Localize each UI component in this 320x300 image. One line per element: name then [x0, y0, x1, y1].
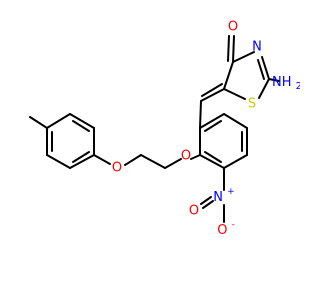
bond-lines: [29, 35, 280, 223]
bond-aromatic: [69, 154, 95, 169]
bond-vinyl: [199, 100, 202, 129]
atom-labels: O N S NH 2 O O N + O O -: [112, 20, 300, 238]
bond-C-O: [232, 35, 235, 63]
bond-CH2-O: [164, 158, 182, 169]
molecule-diagram: O N S NH 2 O O N + O O -: [29, 20, 300, 238]
atom-amine: NH 2: [272, 75, 300, 93]
atom-nitro-nitrogen: N +: [213, 187, 234, 205]
bond-N-C-double: [257, 59, 265, 80]
bond-aromatic: [199, 154, 225, 169]
bond-CH2-CH2: [140, 154, 166, 169]
atom-ether-oxygen-1: O: [112, 161, 122, 176]
atom-sulfur: S: [248, 97, 256, 112]
nitro-N-charge: +: [227, 187, 235, 197]
bond-aromatic: [46, 154, 71, 169]
bond-exocyclic-double-2: [201, 83, 223, 97]
bond-C-S: [258, 78, 270, 99]
bond-exocyclic-double: [200, 88, 225, 102]
bond-aromatic: [199, 113, 225, 129]
bond-aromatic: [223, 113, 248, 129]
bond-methyl: [29, 116, 48, 129]
bond-aromatic-inner: [72, 120, 90, 132]
atom-nitro-oxygen-1: O: [189, 204, 199, 219]
bond-N-O-double: [200, 196, 212, 205]
bond-aromatic: [69, 113, 95, 129]
atom-nitrogen-ring: N: [252, 40, 262, 55]
bond-aromatic: [46, 113, 71, 129]
bond-S-C: [223, 88, 246, 100]
bond-aromatic-inner: [72, 151, 90, 163]
bond-aryl-O: [93, 154, 111, 165]
atom-nitro-oxygen-2: O -: [217, 220, 235, 238]
nitro-O2-text: O: [217, 223, 227, 238]
bond-aromatic-inner: [204, 120, 222, 132]
bond-C-NH2: [268, 78, 280, 82]
bond-C-O-double: [227, 35, 230, 62]
nitro-N-text: N: [213, 190, 223, 205]
bond-C-N: [232, 51, 255, 63]
bond-aromatic: [223, 154, 248, 169]
bond-O-CH2: [124, 154, 142, 166]
nitro-O2-charge: -: [232, 220, 235, 230]
bond-O-aryl: [190, 154, 201, 160]
bond-N-C: [261, 56, 270, 80]
bond-N-O: [202, 200, 214, 209]
bond-aromatic-inner: [204, 151, 222, 163]
amine-NH-text: NH: [272, 75, 292, 90]
atom-oxygen-ketone: O: [228, 20, 238, 35]
amine-subscript: 2: [296, 81, 300, 92]
atom-ether-oxygen-2: O: [181, 149, 191, 164]
bond-ring: [223, 61, 234, 90]
